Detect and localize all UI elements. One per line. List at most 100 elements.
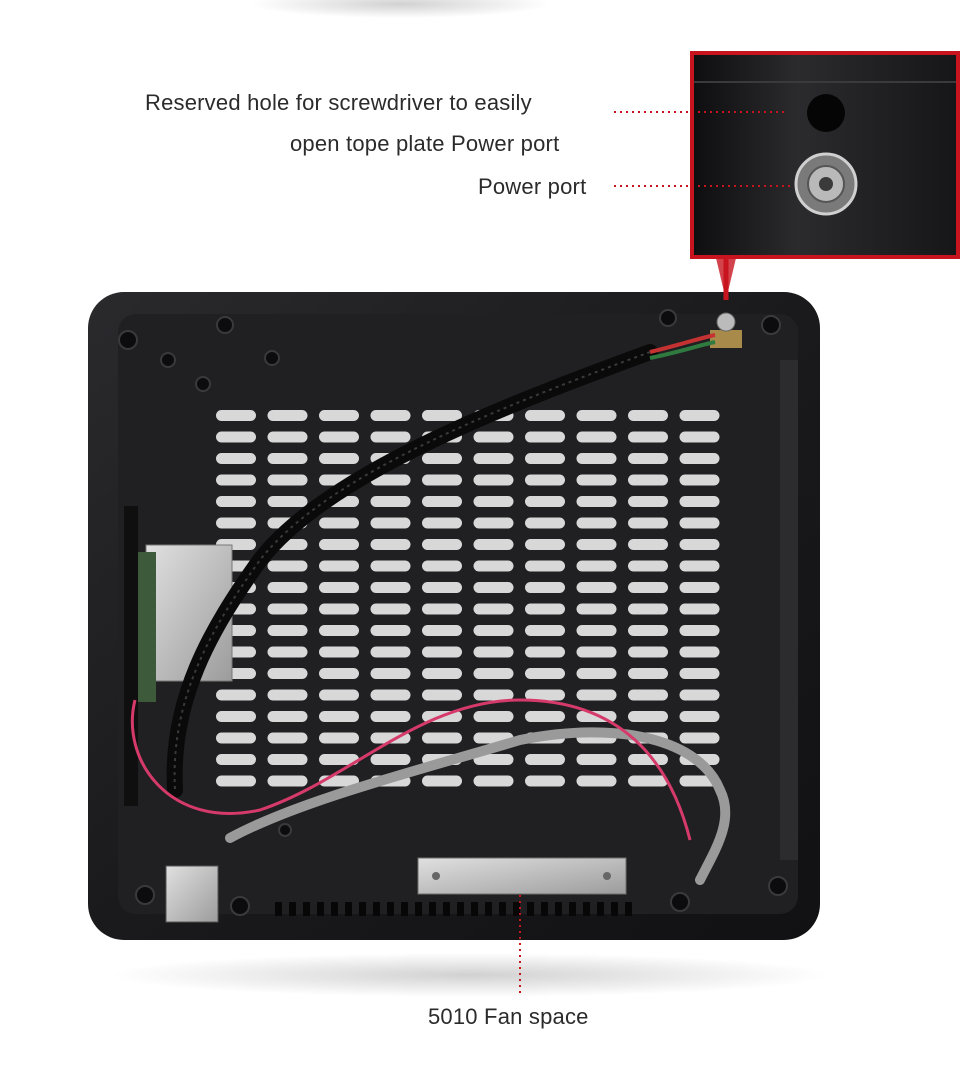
vent-slot (370, 496, 411, 507)
vent-slot (679, 582, 720, 593)
bottom-slit (527, 902, 534, 916)
vent-slot (319, 754, 359, 765)
bottom-slit (569, 902, 576, 916)
right-rail (780, 360, 798, 860)
vent-slot (576, 754, 617, 765)
vent-slot (216, 689, 256, 701)
bottom-slit (583, 902, 590, 916)
vent-slot (216, 754, 256, 765)
vent-slot (319, 625, 359, 636)
vent-slot (422, 625, 462, 636)
vent-slot (267, 431, 308, 443)
bottom-slit (443, 902, 450, 916)
vent-slot (319, 431, 359, 443)
vent-slot (319, 410, 359, 421)
vent-slot (267, 603, 308, 615)
bottom-slit (303, 902, 310, 916)
vent-slot (216, 453, 256, 464)
top-shadow (250, 0, 550, 18)
vent-slot (628, 711, 668, 722)
vent-slot (473, 539, 514, 550)
vent-slot (525, 754, 565, 765)
vent-slot (473, 517, 514, 529)
vent-slot (576, 668, 617, 679)
vent-slot (319, 539, 359, 550)
vent-slot (679, 603, 720, 615)
vent-slot (525, 410, 565, 421)
vent-slot (628, 560, 668, 572)
vent-slot (525, 560, 565, 572)
vent-slot (576, 517, 617, 529)
vent-slot (628, 410, 668, 421)
bottom-shadow (110, 953, 830, 997)
vent-slot (576, 689, 617, 701)
vent-slot (628, 689, 668, 701)
vent-slot (473, 646, 514, 658)
vent-slot (267, 711, 308, 722)
vent-slot (473, 689, 514, 701)
bottom-slit (401, 902, 408, 916)
vent-slot (473, 603, 514, 615)
vent-slot (422, 668, 462, 679)
bottom-slit (597, 902, 604, 916)
vent-slot (628, 431, 668, 443)
vent-slot (628, 496, 668, 507)
vent-slot (628, 474, 668, 486)
vent-slot (473, 453, 514, 464)
vent-slot (576, 453, 617, 464)
vent-slot (525, 775, 565, 787)
vent-slot (679, 539, 720, 550)
vent-slot (370, 539, 411, 550)
bottom-slit (611, 902, 618, 916)
vent-slot (370, 560, 411, 572)
vent-slot (216, 474, 256, 486)
vent-slot (370, 410, 411, 421)
power-lead-green (649, 340, 716, 360)
vent-slot (216, 496, 256, 507)
vent-slot (319, 689, 359, 701)
bottom-slit (331, 902, 338, 916)
vent-slot (525, 474, 565, 486)
bottom-slit (275, 902, 282, 916)
annotation-screw-hole-line1: Reserved hole for screwdriver to easily (145, 90, 532, 115)
vent-slot (422, 689, 462, 701)
bottom-slit (513, 902, 520, 916)
bottom-slit (359, 902, 366, 916)
vent-slot (679, 410, 720, 421)
vent-slot (525, 582, 565, 593)
vent-slot (473, 582, 514, 593)
vent-slot (679, 711, 720, 722)
vent-slot (525, 496, 565, 507)
vent-slot (422, 603, 462, 615)
pink-cable (130, 698, 692, 841)
vent-slot (319, 646, 359, 658)
vent-slot (679, 689, 720, 701)
vent-slot (370, 625, 411, 636)
vent-slot (267, 496, 308, 507)
vent-slot (628, 539, 668, 550)
vent-slot (679, 560, 720, 572)
vent-slot (422, 775, 462, 787)
vent-slot (422, 410, 462, 421)
bottom-slit (471, 902, 478, 916)
vent-slot (216, 517, 256, 529)
vent-slot (370, 603, 411, 615)
bottom-vent-slits (275, 902, 632, 916)
vent-slot (473, 474, 514, 486)
vent-slot (679, 431, 720, 443)
vent-slot (422, 560, 462, 572)
bottom-slit (541, 902, 548, 916)
vent-slot (679, 625, 720, 636)
vent-slot (576, 603, 617, 615)
vent-slot (525, 517, 565, 529)
vent-slot (679, 453, 720, 464)
vent-slot (576, 496, 617, 507)
vent-slot (628, 603, 668, 615)
bottom-slit (345, 902, 352, 916)
vent-slot (422, 474, 462, 486)
vent-slot (216, 732, 256, 744)
vent-slot (576, 410, 617, 421)
vent-slot (370, 668, 411, 679)
vent-slot (525, 453, 565, 464)
vent-slot (319, 453, 359, 464)
